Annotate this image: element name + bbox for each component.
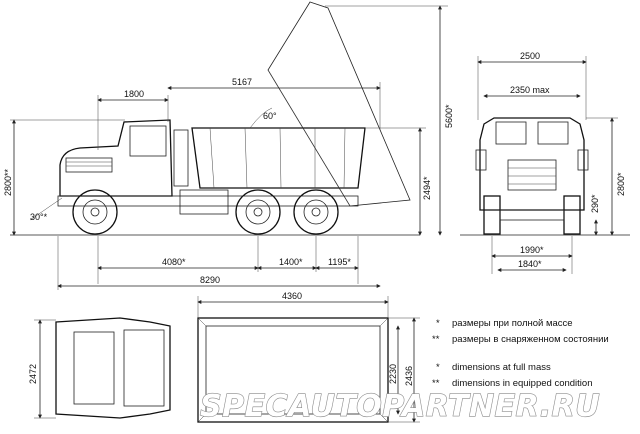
legend-en-equipped: dimensions in equipped condition — [452, 378, 593, 389]
dim-5167: 5167 — [232, 77, 252, 87]
legend-en-full-mass: dimensions at full mass — [452, 362, 551, 373]
exhaust-box — [173, 129, 189, 187]
right-mirror — [577, 149, 589, 171]
watermark: SPECAUTOPARTNER.RU — [200, 389, 600, 424]
front-bumper — [499, 209, 565, 221]
dump-body — [191, 127, 366, 189]
front-window-left — [495, 121, 527, 145]
dim-4080: 4080* — [162, 257, 186, 267]
legend: * размеры при полной массе ** размеры в … — [432, 318, 609, 389]
dim-2350: 2350 max — [510, 85, 550, 95]
dim-tip-angle: 60° — [263, 111, 277, 121]
dim-290: 290* — [590, 194, 600, 213]
front-wheel — [72, 189, 118, 235]
dim-1990: 1990* — [520, 245, 544, 255]
dim-2494: 2494* — [422, 176, 432, 200]
dim-approach-angle: 30°* — [30, 212, 48, 222]
rear-wheel-1 — [235, 189, 281, 235]
top-view: 4360 2472 2230 2436 — [28, 291, 420, 423]
dim-2472: 2472 — [28, 364, 38, 384]
chassis-frame — [57, 195, 359, 207]
dim-8290: 8290 — [200, 275, 220, 285]
legend-mark-en-2: ** — [432, 378, 440, 389]
dim-2500: 2500 — [520, 51, 540, 61]
front-grille — [507, 159, 557, 191]
cab-outline — [59, 119, 173, 197]
legend-mark-ru-1: * — [436, 318, 440, 329]
front-tire-left — [483, 195, 501, 235]
dim-2230: 2230 — [388, 364, 398, 384]
dim-1840: 1840* — [518, 259, 542, 269]
dump-body-raised — [267, 1, 411, 207]
legend-ru-full-mass: размеры при полной массе — [452, 318, 573, 329]
front-window-right — [537, 121, 569, 145]
dim-5600: 5600* — [444, 104, 454, 128]
front-tire-right — [563, 195, 581, 235]
cab-window — [129, 125, 167, 157]
dim-1400: 1400* — [279, 257, 303, 267]
dim-1195: 1195* — [328, 257, 351, 267]
legend-ru-equipped: размеры в снаряженном состоянии — [452, 334, 609, 345]
top-hood — [73, 331, 115, 405]
dim-4360: 4360 — [282, 291, 302, 301]
dim-2436: 2436 — [404, 366, 414, 386]
top-roof — [123, 329, 165, 407]
fuel-tank — [179, 189, 229, 215]
grille — [65, 157, 113, 173]
top-cab — [55, 317, 171, 419]
dim-2800-front: 2800* — [616, 172, 626, 196]
dim-2800-side: 2800** — [3, 168, 13, 196]
rear-wheel-2 — [293, 189, 339, 235]
top-body — [197, 317, 389, 423]
left-mirror — [475, 149, 487, 171]
side-view: 1800 5167 60° 5600* 2800** 2494* 30°* 40… — [3, 1, 454, 290]
front-view: 2500 2350 max 2800* 290* 1990* 1840* — [460, 51, 630, 274]
dim-1800: 1800 — [124, 89, 144, 99]
legend-mark-ru-2: ** — [432, 334, 440, 345]
legend-mark-en-1: * — [436, 362, 440, 373]
